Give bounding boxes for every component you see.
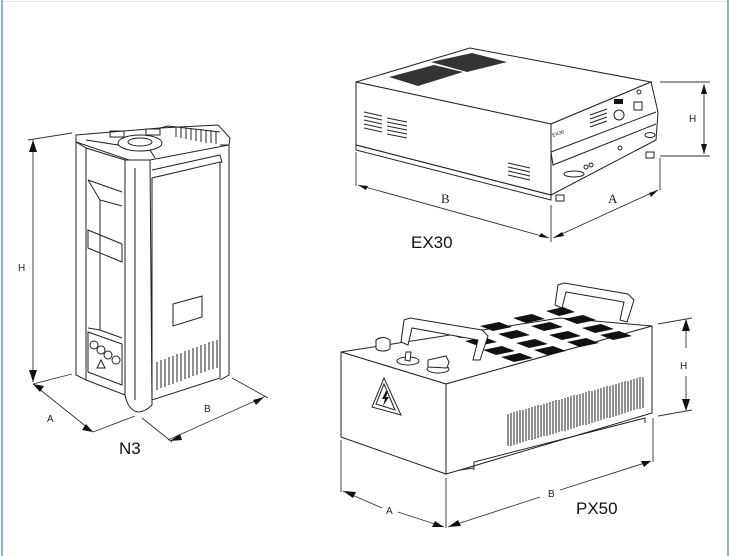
px50-width-label: B bbox=[548, 489, 555, 500]
frame-right-border bbox=[727, 0, 729, 556]
px50-top-grille bbox=[447, 307, 632, 362]
frame-left-border bbox=[1, 0, 3, 556]
n3-model-label: N3 bbox=[119, 439, 141, 458]
ex30-width-label: B bbox=[441, 191, 450, 206]
device-ex30-drawing: EX30 H bbox=[355, 47, 710, 252]
frame-top-border bbox=[0, 1, 729, 2]
n3-height-label: H bbox=[18, 263, 25, 274]
device-n3-drawing: H A B N3 bbox=[18, 124, 269, 458]
ex30-front-badge: EX30 bbox=[552, 129, 566, 139]
px50-height-label: H bbox=[680, 361, 687, 372]
ex30-height-label: H bbox=[689, 114, 696, 125]
ex30-model-label: EX30 bbox=[411, 233, 453, 252]
high-voltage-warning-icon bbox=[371, 376, 402, 416]
n3-depth-label: A bbox=[47, 414, 54, 425]
ex30-depth-label: A bbox=[608, 191, 618, 206]
px50-depth-label: A bbox=[386, 506, 393, 517]
px50-model-label: PX50 bbox=[576, 499, 618, 518]
device-px50-drawing: H A B PX50 bbox=[340, 282, 693, 528]
px50-heatsink-fins bbox=[507, 377, 644, 446]
n3-width-label: B bbox=[204, 404, 211, 415]
